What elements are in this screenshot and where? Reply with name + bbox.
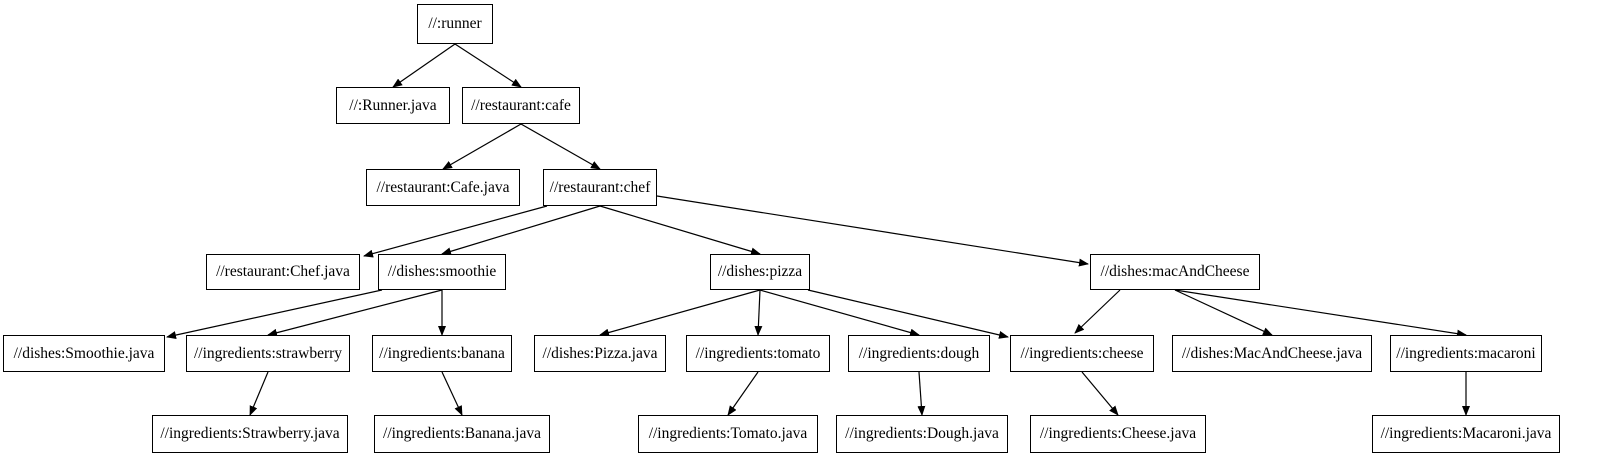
graph-edge-restaurant_chef-to-chef_java: [363, 205, 548, 258]
graph-edge-restaurant_cafe-to-restaurant_chef: [520, 123, 601, 170]
graph-node-cheese_java[interactable]: //ingredients:Cheese.java: [1030, 415, 1206, 453]
graph-edge-dishes_mac-to-ing_cheese: [1074, 289, 1121, 334]
graph-node-label: //ingredients:dough: [858, 344, 980, 362]
graph-node-label: //dishes:macAndCheese: [1100, 263, 1250, 281]
graph-edge-dishes_pizza-to-ing_cheese: [807, 289, 1009, 339]
graph-edge-dishes_mac-to-ing_macaroni: [1174, 289, 1467, 338]
graph-edge-ing_cheese-to-cheese_java: [1081, 371, 1119, 416]
graph-edge-ing_banana-to-banana_java: [441, 371, 463, 416]
graph-edge-dishes_smoothie-to-ing_strawberry: [267, 289, 443, 337]
graph-node-label: //:Runner.java: [349, 96, 437, 114]
graph-node-ing_cheese[interactable]: //ingredients:cheese: [1010, 335, 1154, 372]
graph-edge-runner-to-runner_java: [392, 43, 456, 88]
graph-node-label: //ingredients:Banana.java: [383, 425, 541, 443]
graph-edge-restaurant_chef-to-dishes_pizza: [599, 205, 761, 256]
graph-node-label: //restaurant:Cafe.java: [376, 178, 510, 196]
graph-node-strawberry_java[interactable]: //ingredients:Strawberry.java: [152, 415, 348, 453]
graph-edge-runner-to-restaurant_cafe: [454, 43, 522, 88]
graph-node-label: //ingredients:cheese: [1020, 344, 1144, 362]
graph-node-dishes_mac[interactable]: //dishes:macAndCheese: [1090, 254, 1260, 290]
graph-edge-dishes_smoothie-to-smoothie_java: [166, 289, 383, 339]
graph-node-label: //restaurant:chef: [549, 178, 651, 196]
graph-edge-dishes_pizza-to-pizza_java: [599, 289, 761, 337]
graph-node-chef_java[interactable]: //restaurant:Chef.java: [206, 254, 360, 290]
graph-node-tomato_java[interactable]: //ingredients:Tomato.java: [638, 415, 818, 453]
graph-node-macaroni_java[interactable]: //ingredients:Macaroni.java: [1372, 415, 1560, 453]
graph-edge-restaurant_cafe-to-cafe_java: [442, 123, 522, 170]
graph-node-restaurant_chef[interactable]: //restaurant:chef: [543, 169, 657, 206]
graph-edge-ing_strawberry-to-strawberry_java: [249, 371, 269, 416]
graph-node-label: //ingredients:Dough.java: [845, 425, 999, 443]
graph-node-label: //restaurant:cafe: [471, 96, 571, 114]
graph-node-label: //ingredients:banana: [379, 344, 505, 362]
graph-node-label: //restaurant:Chef.java: [216, 263, 350, 281]
graph-node-label: //ingredients:strawberry: [193, 344, 343, 362]
graph-node-ing_strawberry[interactable]: //ingredients:strawberry: [186, 335, 350, 372]
graph-node-label: //:runner: [428, 15, 482, 33]
graph-node-label: //ingredients:Cheese.java: [1039, 425, 1197, 443]
graph-node-label: //ingredients:Macaroni.java: [1380, 425, 1552, 443]
graph-node-ing_macaroni[interactable]: //ingredients:macaroni: [1390, 335, 1542, 372]
graph-edge-ing_dough-to-dough_java: [917, 371, 926, 416]
graph-node-pizza_java[interactable]: //dishes:Pizza.java: [534, 335, 666, 372]
graph-node-ing_banana[interactable]: //ingredients:banana: [372, 335, 512, 372]
graph-node-label: //ingredients:Strawberry.java: [160, 425, 340, 443]
graph-node-banana_java[interactable]: //ingredients:Banana.java: [374, 415, 550, 453]
graph-node-runner[interactable]: //:runner: [417, 4, 493, 44]
graph-node-runner_java[interactable]: //:Runner.java: [336, 87, 450, 124]
graph-node-label: //dishes:Smoothie.java: [13, 344, 155, 362]
graph-node-ing_tomato[interactable]: //ingredients:tomato: [686, 335, 830, 372]
graph-edge-ing_tomato-to-tomato_java: [727, 371, 759, 416]
graph-node-label: //dishes:smoothie: [387, 263, 497, 281]
graph-node-cafe_java[interactable]: //restaurant:Cafe.java: [366, 169, 520, 206]
graph-node-ing_dough[interactable]: //ingredients:dough: [848, 335, 990, 372]
graph-node-label: //dishes:pizza: [717, 263, 803, 281]
graph-node-label: //dishes:MacAndCheese.java: [1181, 344, 1363, 362]
graph-node-dough_java[interactable]: //ingredients:Dough.java: [836, 415, 1008, 453]
graph-node-restaurant_cafe[interactable]: //restaurant:cafe: [462, 87, 580, 124]
graph-node-label: //dishes:Pizza.java: [542, 344, 658, 362]
graph-node-dishes_smoothie[interactable]: //dishes:smoothie: [378, 254, 506, 290]
graph-edge-restaurant_chef-to-dishes_smoothie: [441, 205, 601, 256]
graph-node-smoothie_java[interactable]: //dishes:Smoothie.java: [3, 335, 165, 372]
graph-node-label: //ingredients:macaroni: [1396, 344, 1536, 362]
graph-node-label: //ingredients:Tomato.java: [648, 425, 808, 443]
graph-node-mac_java[interactable]: //dishes:MacAndCheese.java: [1172, 335, 1372, 372]
graph-node-dishes_pizza[interactable]: //dishes:pizza: [710, 254, 810, 290]
graph-edge-dishes_pizza-to-ing_dough: [759, 289, 920, 337]
graph-node-label: //ingredients:tomato: [695, 344, 821, 362]
graph-edge-dishes_pizza-to-ing_tomato: [754, 289, 763, 336]
graph-edge-dishes_mac-to-mac_java: [1174, 289, 1273, 336]
